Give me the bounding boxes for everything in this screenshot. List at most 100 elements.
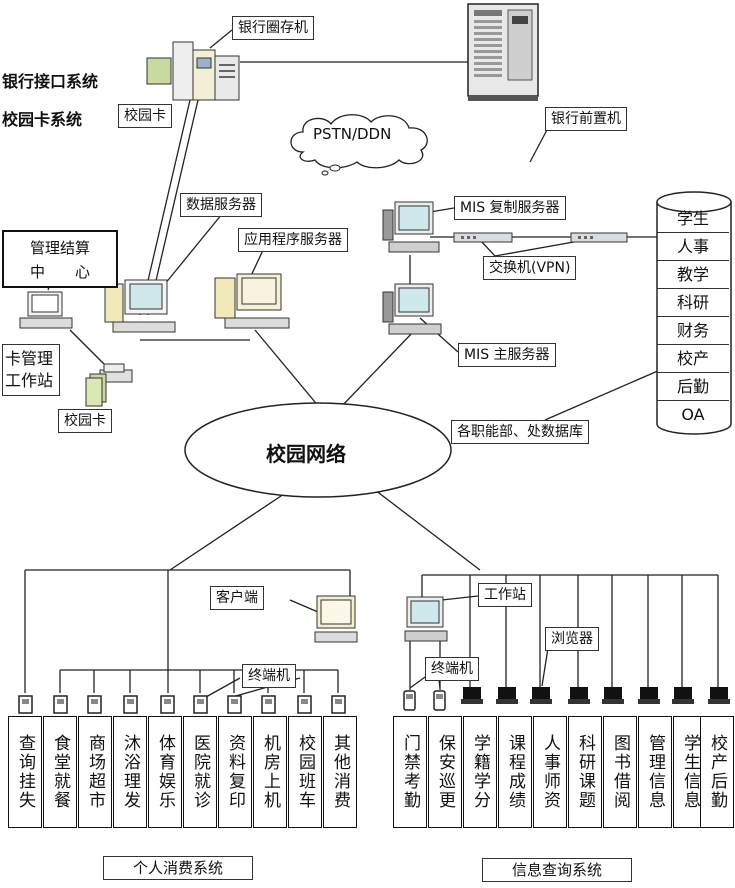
- terminal-icon: [403, 690, 417, 712]
- bank-circle-machine-icon: [143, 36, 243, 104]
- consumer-item-5: 医院就诊: [183, 716, 217, 828]
- bank-front-label: 银行前置机: [545, 107, 627, 131]
- terminal-icon: [160, 695, 176, 715]
- card-station-box: 卡管理 工作站: [2, 344, 60, 396]
- info-system-title: 信息查询系统: [482, 858, 632, 882]
- info-item-label: 学籍学分: [470, 734, 490, 810]
- mis-copy-label: MIS 复制服务器: [454, 196, 566, 220]
- laptop-icon: [671, 686, 695, 706]
- consumer-item-3: 沐浴理发: [113, 716, 147, 828]
- consumer-item-label: 食堂就餐: [50, 734, 70, 810]
- laptop-icon: [601, 686, 625, 706]
- terminal-icon: [123, 695, 139, 715]
- mgmt-center-box: 管理结算 中 心: [2, 230, 118, 288]
- mis-main-label: MIS 主服务器: [458, 343, 556, 367]
- consumer-item-label: 查询挂失: [15, 734, 35, 810]
- info-item-label: 人事师资: [540, 734, 560, 810]
- laptop-icon: [707, 686, 731, 706]
- mgmt-center-line1: 管理结算: [29, 239, 90, 257]
- info-item-label: 管理信息: [645, 734, 665, 810]
- consumer-item-label: 沐浴理发: [120, 734, 140, 810]
- app-server-label: 应用程序服务器: [238, 228, 348, 252]
- terminal-icon: [227, 695, 243, 715]
- campus-card-left-label: 校园卡: [58, 409, 112, 433]
- card-station-line1: 卡管理: [5, 349, 54, 368]
- card-printer-icon: [98, 362, 136, 392]
- db-cell-personnel: 人事: [657, 233, 729, 261]
- db-cell-finance: 财务: [657, 317, 729, 345]
- info-item-label: 科研课题: [575, 734, 595, 810]
- consumer-item-2: 商场超市: [78, 716, 112, 828]
- consumer-item-0: 查询挂失: [8, 716, 42, 828]
- terminal-icon: [18, 695, 34, 715]
- consumer-item-label: 体育娱乐: [155, 734, 175, 810]
- mis-copy-server-computer-icon: [381, 200, 441, 256]
- terminal-icon: [297, 695, 313, 715]
- info-item-5: 科研课题: [568, 716, 602, 828]
- consumer-item-4: 体育娱乐: [148, 716, 182, 828]
- bank-interface-label: 银行接口系统: [2, 72, 99, 91]
- info-item-9: 校产后勤: [700, 716, 734, 828]
- consumer-item-8: 校园班车: [288, 716, 322, 828]
- laptop-icon: [529, 686, 553, 706]
- client-label: 客户端: [210, 586, 264, 610]
- consumer-item-1: 食堂就餐: [43, 716, 77, 828]
- terminal-left-label: 终端机: [242, 664, 296, 688]
- laptop-icon: [567, 686, 591, 706]
- campus-card-stack-icon: [82, 372, 110, 408]
- info-item-7: 管理信息: [638, 716, 672, 828]
- consumer-item-label: 医院就诊: [190, 734, 210, 810]
- info-item-label: 校产后勤: [707, 734, 727, 810]
- info-item-label: 课程成绩: [505, 734, 525, 810]
- laptop-icon: [460, 686, 484, 706]
- info-item-4: 人事师资: [533, 716, 567, 828]
- info-item-label: 门禁考勤: [400, 734, 420, 810]
- campus-card-system-label: 校园卡系统: [2, 110, 83, 129]
- pstn-cloud-icon: [283, 110, 443, 176]
- bank-front-mainframe-icon: [466, 2, 542, 102]
- terminal-icon: [261, 695, 277, 715]
- terminal-right-label: 终端机: [425, 657, 479, 681]
- terminal-icon: [193, 695, 209, 715]
- switch-label: 交换机(VPN): [483, 256, 577, 280]
- campus-network-ellipse: [183, 400, 453, 500]
- client-computer-icon: [313, 594, 359, 646]
- database-cylinder-icon: [655, 190, 733, 438]
- mgmt-center-line2: 中 心: [29, 263, 90, 281]
- consumer-item-7: 机房上机: [253, 716, 287, 828]
- consumer-item-9: 其他消费: [323, 716, 357, 828]
- consumer-item-label: 校园班车: [295, 734, 315, 810]
- switch-right-icon: [570, 230, 628, 244]
- personal-system-title: 个人消费系统: [103, 856, 253, 880]
- terminal-icon: [331, 695, 347, 715]
- data-server-label: 数据服务器: [180, 193, 262, 217]
- campus-network-label: 校园网络: [266, 442, 346, 466]
- dept-db-label: 各职能部、处数据库: [451, 420, 589, 444]
- db-cell-student: 学生: [657, 205, 729, 233]
- pstn-label: PSTN/DDN: [313, 125, 392, 143]
- db-cell-oa: OA: [681, 405, 705, 424]
- app-server-computer-icon: [213, 272, 295, 330]
- db-cell-teaching: 教学: [657, 261, 729, 289]
- db-cell-logistics: 后勤: [657, 373, 729, 401]
- terminal-icon: [53, 695, 69, 715]
- browser-label: 浏览器: [545, 627, 599, 651]
- consumer-item-6: 资料复印: [218, 716, 252, 828]
- workstation-label: 工作站: [478, 583, 532, 607]
- consumer-item-label: 资料复印: [225, 734, 245, 810]
- card-station-line2: 工作站: [5, 371, 54, 390]
- mis-main-server-computer-icon: [381, 282, 443, 338]
- data-server-computer-icon: [103, 278, 181, 336]
- info-item-3: 课程成绩: [498, 716, 532, 828]
- consumer-item-label: 商场超市: [85, 734, 105, 810]
- info-item-label: 图书借阅: [610, 734, 630, 810]
- info-item-0: 门禁考勤: [393, 716, 427, 828]
- laptop-icon: [637, 686, 661, 706]
- info-item-2: 学籍学分: [463, 716, 497, 828]
- switch-left-icon: [453, 230, 513, 244]
- terminal-icon: [433, 690, 447, 712]
- card-station-computer-icon: [18, 290, 76, 334]
- info-item-label: 学生信息: [680, 734, 700, 810]
- laptop-icon: [495, 686, 519, 706]
- info-item-6: 图书借阅: [603, 716, 637, 828]
